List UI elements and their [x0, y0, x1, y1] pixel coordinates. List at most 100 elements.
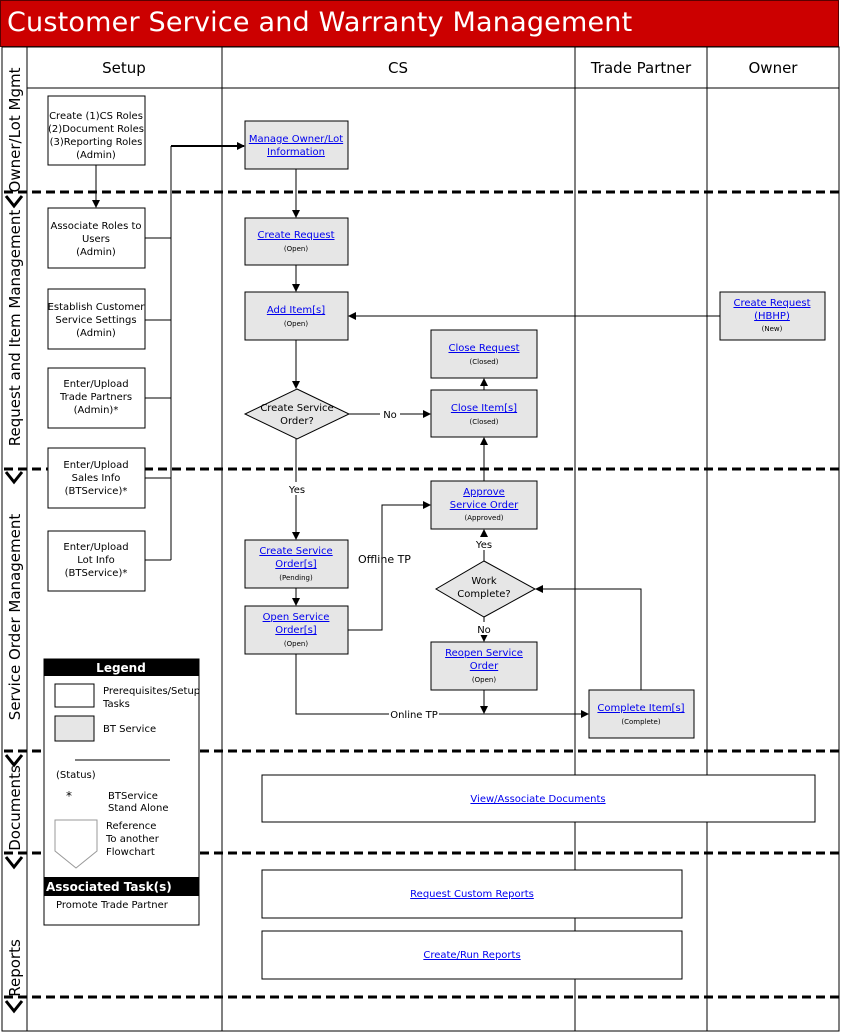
svg-text:Order[s]: Order[s]	[275, 625, 317, 636]
svg-text:Create/Run Reports: Create/Run Reports	[423, 950, 520, 961]
flow-arrows	[292, 169, 720, 718]
service-add-items[interactable]: Add Item[s] (Open)	[244, 291, 349, 341]
svg-text:(Approved): (Approved)	[464, 514, 503, 522]
edge-label-online: Online TP	[390, 710, 438, 721]
setup-task-trade-partners: Enter/Upload Trade Partners (Admin)*	[47, 367, 146, 429]
service-create-so[interactable]: Create Service Order[s] (Pending)	[244, 539, 349, 589]
svg-text:(2)Document Roles: (2)Document Roles	[48, 124, 144, 135]
column-header-owner: Owner	[749, 59, 799, 77]
service-hbhp[interactable]: Create Request (HBHP) (New)	[719, 291, 826, 341]
svg-text:Work: Work	[471, 576, 497, 587]
legend: Legend Prerequisites/Setup Tasks BT Serv…	[43, 658, 200, 926]
setup-task-lot: Enter/Upload Lot Info (BTService)*	[47, 530, 146, 592]
svg-text:(Admin): (Admin)	[76, 247, 116, 258]
svg-text:View/Associate Documents: View/Associate Documents	[470, 794, 605, 805]
svg-text:(Admin): (Admin)	[76, 150, 116, 161]
service-approve[interactable]: Approve Service Order (Approved)	[430, 480, 538, 530]
svg-text:Prerequisites/Setup: Prerequisites/Setup	[103, 686, 200, 697]
svg-text:Request Custom Reports: Request Custom Reports	[410, 889, 534, 900]
svg-text:(Admin)*: (Admin)*	[74, 405, 119, 416]
service-create-request[interactable]: Create Request (Open)	[244, 217, 349, 266]
setup-connectors	[92, 146, 172, 561]
svg-text:Approve: Approve	[463, 487, 505, 498]
svg-text:Stand Alone: Stand Alone	[108, 803, 169, 814]
decision-create-service-order: Create Service Order?	[243, 388, 351, 440]
svg-text:Reference: Reference	[106, 821, 156, 832]
svg-text:Enter/Upload: Enter/Upload	[63, 542, 128, 553]
row-label-documents: Documents	[6, 765, 24, 851]
svg-text:Associate Roles to: Associate Roles to	[50, 221, 141, 232]
svg-text:Manage Owner/Lot: Manage Owner/Lot	[249, 134, 343, 145]
svg-text:Service Order: Service Order	[450, 500, 519, 511]
column-header-setup: Setup	[102, 59, 146, 77]
svg-text:Add Item[s]: Add Item[s]	[267, 305, 325, 316]
report-run-box[interactable]: Create/Run Reports	[261, 930, 683, 980]
page-title: Customer Service and Warranty Management	[7, 7, 633, 38]
svg-text:Reopen Service: Reopen Service	[445, 648, 523, 659]
legend-associated-title: Associated Task(s)	[46, 880, 172, 894]
service-manage-owner[interactable]: Manage Owner/Lot Information	[244, 120, 349, 170]
svg-text:Create Service: Create Service	[259, 546, 332, 557]
svg-text:Enter/Upload: Enter/Upload	[63, 460, 128, 471]
svg-text:Create Request: Create Request	[257, 230, 334, 241]
svg-text:Close Item[s]: Close Item[s]	[451, 403, 517, 414]
setup-task-establish: Establish Customer Service Settings (Adm…	[47, 288, 146, 350]
svg-text:(HBHP): (HBHP)	[754, 311, 790, 322]
title-bar: Customer Service and Warranty Management	[0, 0, 839, 47]
edge-label-no-2: No	[477, 625, 491, 636]
svg-text:Open Service: Open Service	[263, 612, 330, 623]
service-reopen-so[interactable]: Reopen Service Order (Open)	[430, 641, 538, 691]
swimlane-grid	[1, 46, 840, 1032]
service-close-request[interactable]: Close Request (Closed)	[430, 329, 538, 379]
svg-text:(Closed): (Closed)	[470, 418, 499, 426]
svg-text:To another: To another	[105, 834, 160, 845]
svg-text:Order[s]: Order[s]	[275, 559, 317, 570]
svg-text:Create Service: Create Service	[260, 403, 333, 414]
row-label-reports: Reports	[6, 939, 24, 997]
svg-text:Create (1)CS Roles: Create (1)CS Roles	[49, 111, 143, 122]
svg-text:(Open): (Open)	[472, 676, 496, 684]
svg-text:(BTService)*: (BTService)*	[65, 568, 128, 579]
svg-text:Tasks: Tasks	[102, 699, 130, 710]
edge-label-offline: Offline TP	[358, 553, 411, 566]
svg-text:(BTService)*: (BTService)*	[65, 486, 128, 497]
row-label-request-item: Request and Item Management	[6, 210, 24, 447]
svg-text:Sales Info: Sales Info	[72, 473, 121, 484]
svg-text:(Pending): (Pending)	[279, 574, 313, 582]
svg-text:Complete?: Complete?	[457, 589, 511, 600]
svg-text:(Open): (Open)	[284, 640, 308, 648]
svg-text:Order?: Order?	[280, 416, 314, 427]
svg-text:Create Request: Create Request	[733, 298, 810, 309]
service-open-so[interactable]: Open Service Order[s] (Open)	[244, 605, 349, 655]
svg-text:(Status): (Status)	[56, 770, 96, 781]
svg-text:BT Service: BT Service	[103, 724, 156, 735]
edge-label-yes: Yes	[288, 485, 305, 496]
report-custom-box[interactable]: Request Custom Reports	[261, 869, 683, 919]
legend-associated-item: Promote Trade Partner	[56, 900, 169, 911]
svg-text:(Closed): (Closed)	[470, 358, 499, 366]
edge-labels: No Yes Offline TP Yes No Online TP	[283, 407, 496, 721]
svg-text:BTService: BTService	[108, 791, 158, 802]
svg-text:Complete Item[s]: Complete Item[s]	[597, 703, 684, 714]
svg-text:Service Settings: Service Settings	[55, 315, 136, 326]
svg-text:Order: Order	[470, 661, 499, 672]
edge-label-no: No	[383, 410, 397, 421]
edge-label-yes-2: Yes	[475, 540, 492, 551]
svg-text:Flowchart: Flowchart	[106, 847, 155, 858]
service-complete-items[interactable]: Complete Item[s] (Complete)	[588, 689, 695, 739]
service-close-items[interactable]: Close Item[s] (Closed)	[430, 389, 538, 438]
svg-text:(Open): (Open)	[284, 245, 308, 253]
svg-text:Users: Users	[82, 234, 110, 245]
svg-text:(New): (New)	[762, 325, 783, 333]
documents-box[interactable]: View/Associate Documents	[261, 774, 816, 823]
row-chevrons	[4, 195, 24, 1014]
svg-text:Establish Customer: Establish Customer	[48, 302, 146, 313]
svg-text:Lot Info: Lot Info	[77, 555, 115, 566]
setup-task-sales: Enter/Upload Sales Info (BTService)*	[47, 447, 146, 509]
svg-text:Enter/Upload: Enter/Upload	[63, 379, 128, 390]
row-label-service-order: Service Order Management	[6, 514, 24, 721]
svg-text:(Complete): (Complete)	[621, 718, 660, 726]
decision-work-complete: Work Complete?	[435, 560, 537, 618]
setup-task-associate: Associate Roles to Users (Admin)	[47, 207, 146, 269]
